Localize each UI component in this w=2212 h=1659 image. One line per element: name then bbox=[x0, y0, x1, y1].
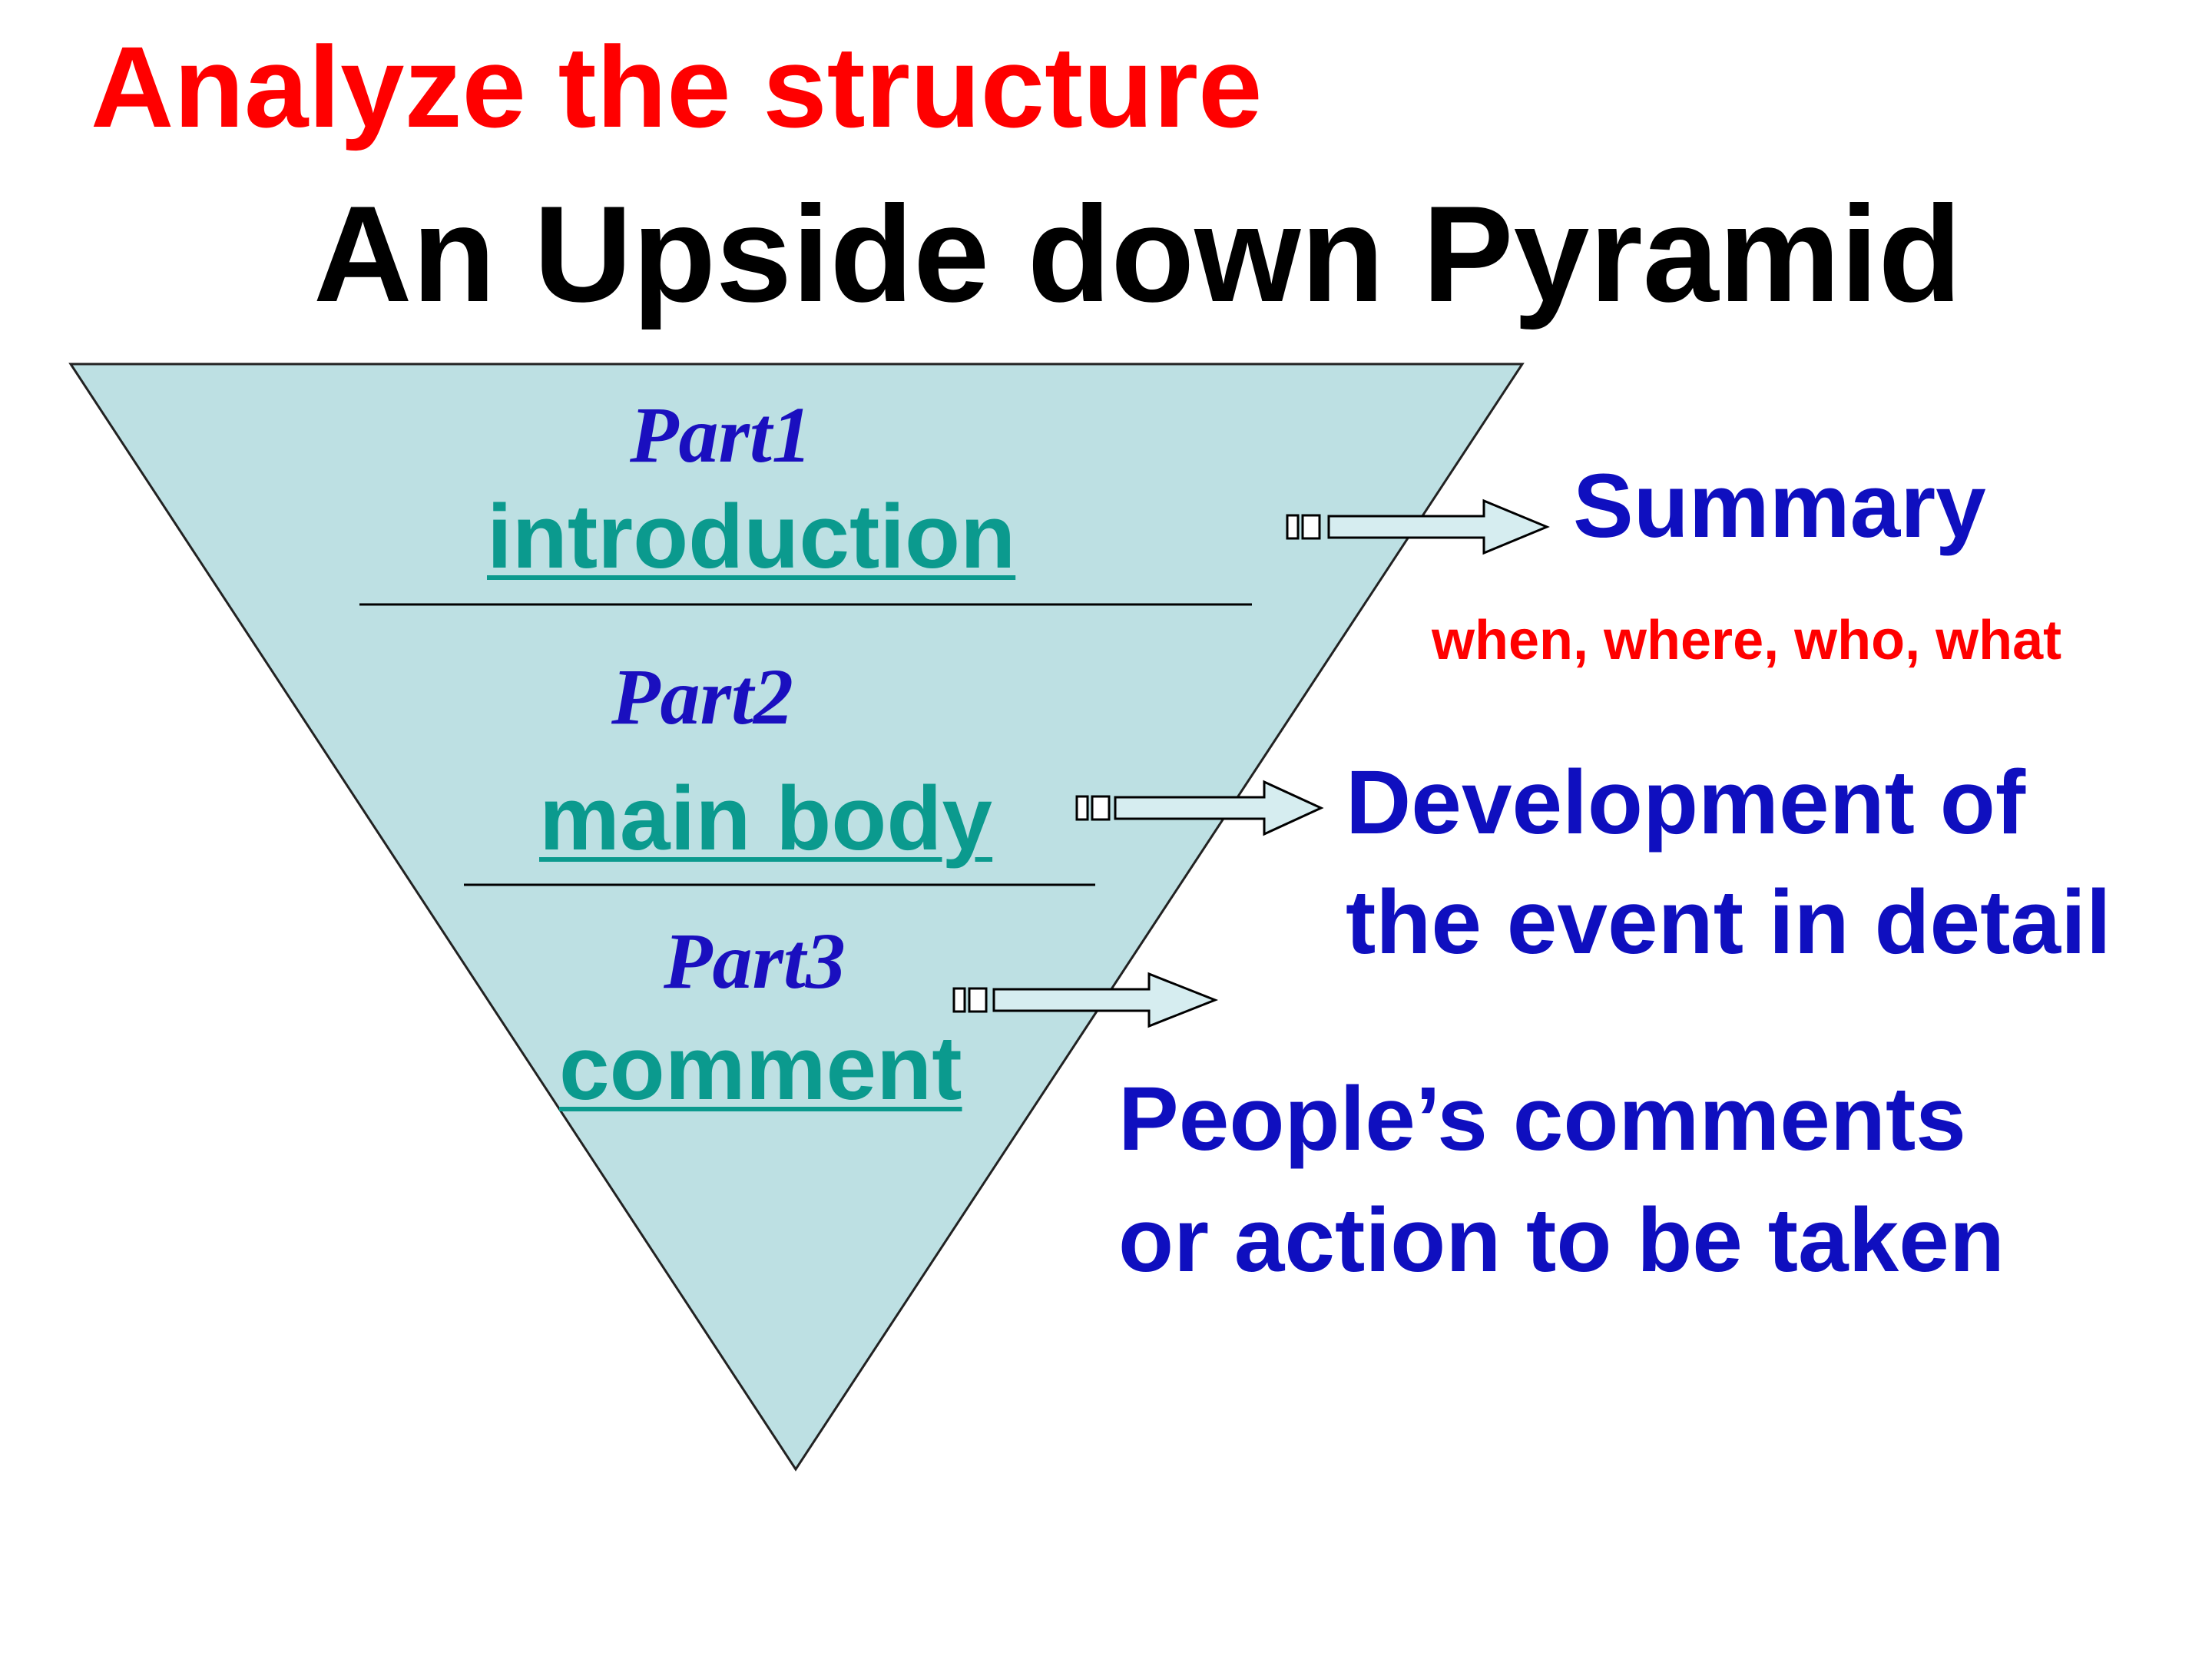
slide-title: An Upside down Pyramid bbox=[313, 177, 1962, 330]
arrow-right-icon bbox=[1075, 780, 1324, 836]
part3-label: Part3 bbox=[664, 917, 846, 1005]
part2-description-line2: the event in detail bbox=[1346, 872, 2111, 973]
part1-description: Summary bbox=[1573, 455, 1986, 557]
section-introduction-link[interactable]: introduction bbox=[487, 486, 1016, 588]
part1-label: Part1 bbox=[630, 391, 812, 479]
pyramid-shape bbox=[68, 363, 1525, 1472]
arrow-right-icon bbox=[952, 972, 1219, 1028]
part3-description-line2: or action to be taken bbox=[1118, 1190, 2005, 1291]
slide-heading: Analyze the structure bbox=[91, 22, 1263, 151]
section-main-body-link[interactable]: main body bbox=[539, 768, 993, 869]
part2-label: Part2 bbox=[611, 653, 793, 741]
arrow-right-icon bbox=[1286, 498, 1550, 555]
part3-description-line1: People’s comments bbox=[1118, 1068, 1966, 1170]
section-comment-link[interactable]: comment bbox=[559, 1018, 962, 1119]
part2-description-line1: Development of bbox=[1346, 752, 2026, 853]
part1-detail: when, where, who, what bbox=[1432, 610, 2062, 671]
